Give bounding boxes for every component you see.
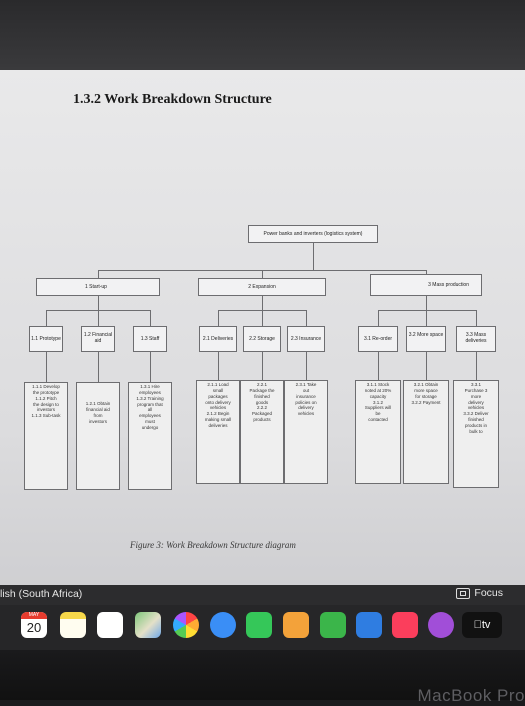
photos-app-icon[interactable]	[173, 612, 199, 638]
pages-app-icon[interactable]	[283, 612, 309, 638]
calendar-app-icon[interactable]: MAY 20	[21, 612, 47, 638]
focus-mode-button[interactable]: Focus	[456, 587, 503, 599]
numbers-app-icon[interactable]	[320, 612, 346, 638]
keynote-app-icon[interactable]	[356, 612, 382, 638]
wbs-task-2-1: 2.1 Deliveries	[199, 326, 237, 352]
wbs-task-3-3: 3.3 Mass deliveries	[456, 326, 496, 352]
focus-icon	[456, 587, 471, 599]
facetime-app-icon[interactable]	[246, 612, 272, 638]
section-heading: 1.3.2 Work Breakdown Structure	[73, 92, 272, 107]
music-app-icon[interactable]	[392, 612, 418, 638]
tv-app-icon[interactable]: tv	[462, 612, 502, 638]
wbs-phase-mass-production: 3 Mass production	[370, 274, 482, 296]
messages-app-icon[interactable]	[210, 612, 236, 638]
wbs-task-1-2: 1.2 Financial aid	[81, 326, 115, 352]
wbs-task-2-2: 2.2 Storage	[243, 326, 281, 352]
wbs-task-1-3: 1.3 Staff	[133, 326, 167, 352]
wbs-task-1-1: 1.1 Prototype	[29, 326, 63, 352]
reminders-app-icon[interactable]	[97, 612, 123, 638]
language-indicator[interactable]: lish (South Africa)	[0, 588, 83, 600]
laptop-bezel: MacBook Pro	[0, 650, 525, 705]
focus-label: Focus	[474, 587, 503, 599]
wbs-task-2-3: 2.3 Insurance	[287, 326, 325, 352]
dock: MAY 20 tv	[0, 605, 525, 650]
laptop-brand-label: MacBook Pro	[417, 686, 525, 705]
maps-app-icon[interactable]	[135, 612, 161, 638]
podcasts-app-icon[interactable]	[428, 612, 454, 638]
figure-caption: Figure 3: Work Breakdown Structure diagr…	[130, 540, 296, 550]
wbs-phase-startup: 1 Start-up	[36, 278, 160, 296]
wbs-task-3-1: 3.1 Re-order	[358, 326, 398, 352]
status-bar: lish (South Africa) Focus	[0, 585, 525, 605]
notes-app-icon[interactable]	[60, 612, 86, 638]
screen-top-bezel	[0, 0, 525, 70]
wbs-root-node: Power banks and inverters (logistics sys…	[248, 225, 378, 243]
wbs-phase-expansion: 2 Expansion	[198, 278, 326, 296]
wbs-task-3-2: 3.2 More space	[406, 326, 446, 352]
